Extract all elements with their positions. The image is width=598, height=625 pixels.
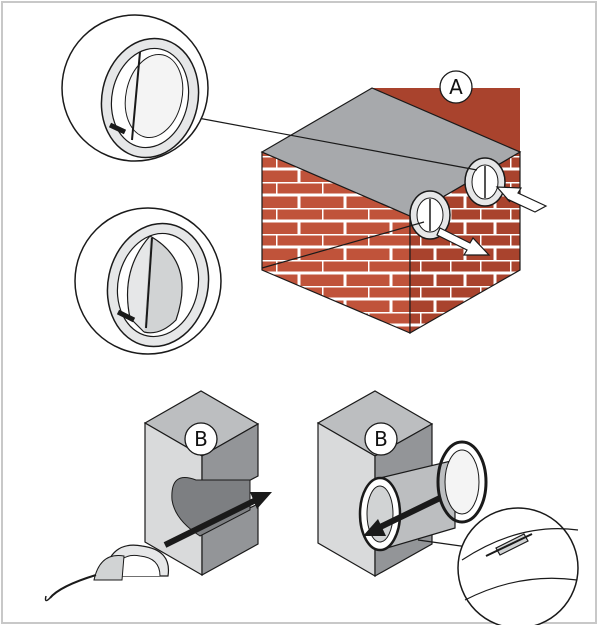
detail-clip	[457, 507, 579, 625]
valve-parts	[44, 544, 170, 602]
leader-line-lower	[261, 221, 425, 269]
detail-valve-closed	[61, 14, 209, 162]
label-a-text: A	[449, 75, 463, 99]
wall-top	[260, 87, 522, 217]
valve-in-wall-lower	[409, 190, 451, 240]
label-b-right: B	[364, 422, 398, 456]
label-b-left-text: B	[194, 427, 208, 451]
brick-wall	[260, 87, 522, 335]
label-b-left: B	[184, 422, 218, 456]
leader-line-upper	[197, 117, 478, 171]
label-a: A	[439, 70, 473, 104]
detail-valve-open	[74, 207, 222, 355]
airflow-arrow-out	[436, 227, 491, 256]
block-left	[143, 390, 272, 577]
valve-in-wall-upper	[464, 157, 506, 207]
block-right	[316, 390, 488, 578]
airflow-arrow-in	[495, 186, 548, 213]
label-b-right-text: B	[374, 427, 388, 451]
